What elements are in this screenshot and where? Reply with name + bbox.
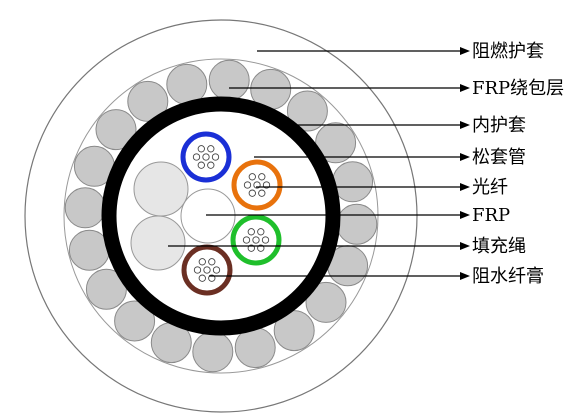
filler-rope-upper [133,161,189,217]
frp-rod [192,331,234,373]
frp-rod [85,268,127,310]
loose-tube-blue [180,131,232,183]
label-water-blocking-gel: 阻水纤膏 [472,265,544,287]
label-flame-retardant-sheath: 阻燃护套 [472,41,544,62]
label-frp: FRP [472,205,510,226]
fiber [208,258,216,266]
central-frp [180,188,236,244]
frp-rod [315,122,357,164]
leader-arrow-4 [460,153,470,161]
fiber [198,258,206,266]
fiber [197,145,205,153]
component-labels: 阻燃护套 FRP绕包层 内护套 松套管 光纤 FRP 填充绳 阻水纤膏 [472,41,564,287]
label-frp-wrap-layer: FRP绕包层 [472,78,564,99]
leader-arrow-5 [460,183,470,191]
fiber [203,266,211,274]
leader-lines [168,47,470,280]
fiber [207,145,215,153]
fiber [258,189,266,197]
frp-rod [273,310,315,352]
leader-arrow-6 [460,211,470,219]
filler-rope-lower [130,215,186,271]
leader-arrow-3 [460,121,470,129]
fiber [247,228,255,236]
frp-rod [286,90,328,132]
loose-tube-orange [231,159,283,211]
label-filler-rope: 填充绳 [472,236,526,257]
fiber [248,173,256,181]
fiber [242,236,251,244]
label-loose-tube: 松套管 [472,147,526,168]
label-inner-sheath: 内护套 [472,115,526,136]
label-optical-fiber: 光纤 [472,177,508,198]
leader-arrow-7 [460,242,470,250]
fiber [212,266,221,274]
leader-arrow-1 [460,47,470,55]
fiber [198,274,206,282]
fiber [261,236,270,244]
fiber [197,161,205,169]
loose-tube-brown [181,244,233,296]
leader-arrow-8 [460,272,470,280]
frp-rod [305,281,347,323]
fiber [258,173,266,181]
fiber [248,189,256,197]
fiber [211,153,220,161]
frp-rod [95,109,137,151]
fiber [243,181,252,189]
fiber [252,236,260,244]
fiber [202,153,210,161]
fiber [192,153,201,161]
frp-rod [208,59,250,101]
frp-rod [114,300,156,342]
fiber [257,228,265,236]
fiber [207,161,215,169]
frp-rod [336,203,378,245]
loose-tube-green [230,214,282,266]
leader-arrow-2 [460,84,470,92]
inner-sheath-ring [101,96,341,336]
fiber [193,266,202,274]
frp-rod [127,80,169,122]
frp-rod [64,187,106,229]
